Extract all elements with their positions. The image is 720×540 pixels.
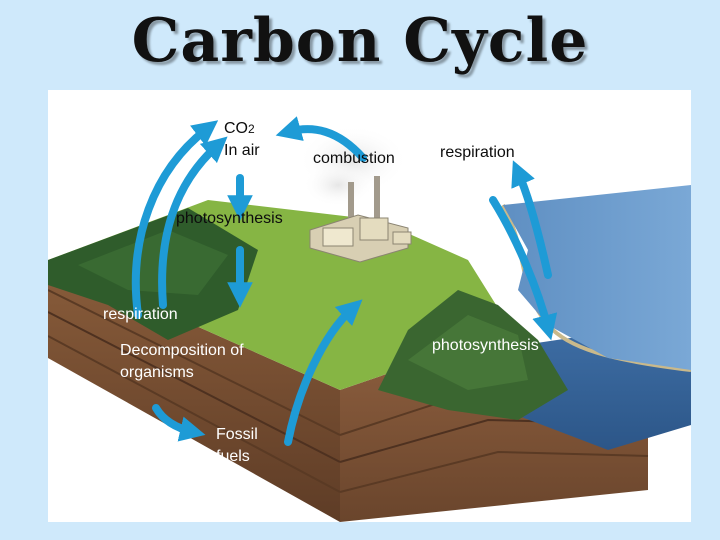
- carbon-cycle-diagram: CO2 In air combustion respiration photos…: [48, 90, 691, 522]
- photosynthesis-left-label: photosynthesis: [176, 208, 283, 230]
- decomposition-label-line2: organisms: [120, 362, 194, 384]
- fossil-fuels-label-line2: fuels: [216, 446, 250, 468]
- photosynthesis-right-label: photosynthesis: [432, 335, 539, 357]
- respiration-left-label: respiration: [103, 304, 178, 326]
- fossil-fuels-label-line1: Fossil: [216, 424, 258, 446]
- in-air-label: In air: [224, 140, 260, 162]
- co2-label: CO2: [224, 118, 255, 140]
- combustion-label: combustion: [313, 148, 395, 170]
- decomposition-label-line1: Decomposition of: [120, 340, 244, 362]
- co2-text: CO: [224, 120, 248, 137]
- slide-title: Carbon Cycle: [0, 6, 720, 76]
- respiration-top-label: respiration: [440, 142, 515, 164]
- co2-subscript: 2: [248, 122, 255, 136]
